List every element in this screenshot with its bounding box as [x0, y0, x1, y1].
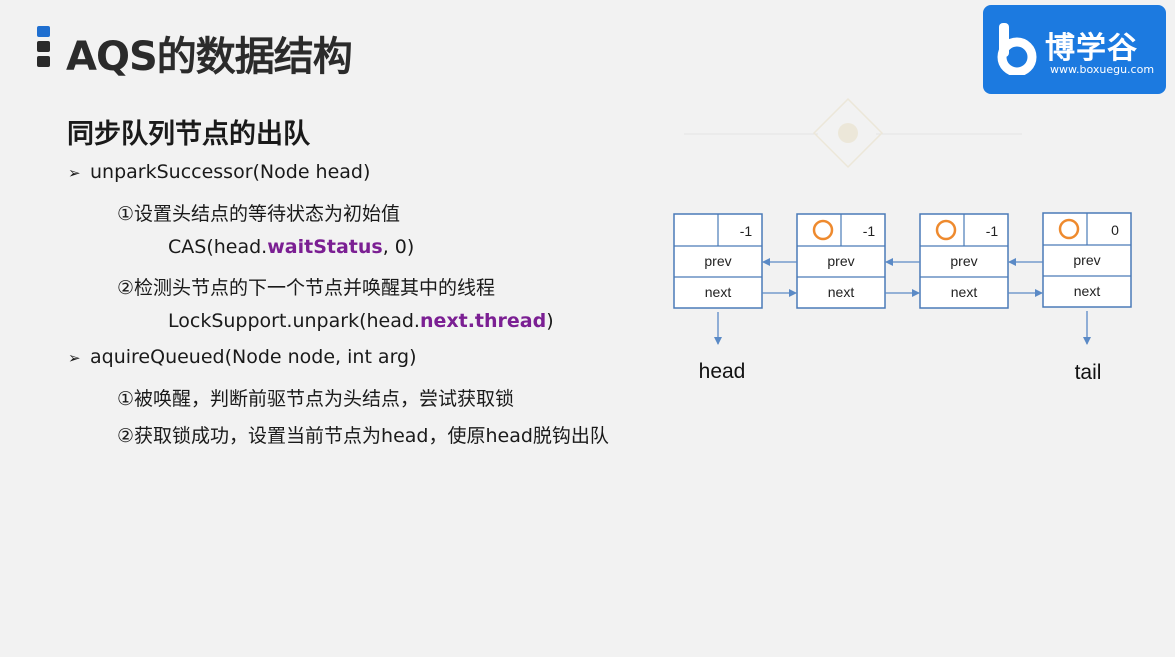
code-text: , 0)	[382, 236, 415, 258]
code-highlight: next.thread	[419, 310, 547, 332]
node-prev-label: prev	[950, 253, 977, 269]
node-next-label: next	[828, 284, 855, 300]
queue-node: -1 prev next	[673, 213, 763, 309]
brand-logo: 博学谷 www.boxuegu.com	[983, 5, 1166, 94]
node-wait-status: 0	[1111, 222, 1119, 238]
title-marker-square	[37, 56, 50, 67]
code-highlight: waitStatus	[267, 236, 383, 258]
title-marker-square	[37, 41, 50, 52]
thread-circle-icon	[1058, 218, 1080, 240]
node-next-label: next	[705, 284, 732, 300]
code-line: CAS(head.waitStatus, 0)	[168, 236, 414, 258]
node-wait-status: -1	[740, 223, 753, 239]
queue-node: -1 prev next	[796, 213, 886, 309]
queue-node: -1 prev next	[919, 213, 1009, 309]
node-wait-status: -1	[863, 223, 876, 239]
bullet-icon: ➢	[68, 349, 81, 367]
logo-url: www.boxuegu.com	[1050, 63, 1155, 76]
bullet-item: aquireQueued(Node node, int arg)	[90, 346, 417, 368]
code-text: )	[546, 310, 554, 332]
step-text: ①被唤醒，判断前驱节点为头结点，尝试获取锁	[117, 388, 515, 410]
step-text: ②获取锁成功，设置当前节点为head，使原head脱钩出队	[117, 425, 609, 447]
code-line: LockSupport.unpark(head.next.thread)	[168, 310, 554, 332]
bullet-item: unparkSuccessor(Node head)	[90, 161, 371, 183]
queue-node: 0 prev next	[1042, 212, 1132, 308]
node-prev-label: prev	[827, 253, 854, 269]
node-prev-label: prev	[1073, 252, 1100, 268]
node-prev-label: prev	[704, 253, 731, 269]
node-wait-status: -1	[986, 223, 999, 239]
node-next-label: next	[1074, 283, 1101, 299]
node-next-label: next	[951, 284, 978, 300]
code-text: CAS(head.	[168, 236, 268, 258]
title-marker-square	[37, 26, 50, 37]
code-text: LockSupport.unpark(head.	[168, 310, 420, 332]
boxuegu-logo-icon	[997, 23, 1037, 75]
section-subtitle: 同步队列节点的出队	[67, 119, 310, 150]
thread-circle-icon	[935, 219, 957, 241]
watermark-icon	[684, 97, 1022, 169]
thread-circle-icon	[812, 219, 834, 241]
logo-name: 博学谷	[1045, 31, 1138, 66]
head-label: head	[699, 360, 746, 383]
bullet-icon: ➢	[68, 164, 81, 182]
step-text: ①设置头结点的等待状态为初始值	[117, 203, 401, 225]
page-title: AQS的数据结构	[66, 34, 353, 80]
step-text: ②检测头节点的下一个节点并唤醒其中的线程	[117, 277, 496, 299]
tail-label: tail	[1075, 361, 1102, 384]
